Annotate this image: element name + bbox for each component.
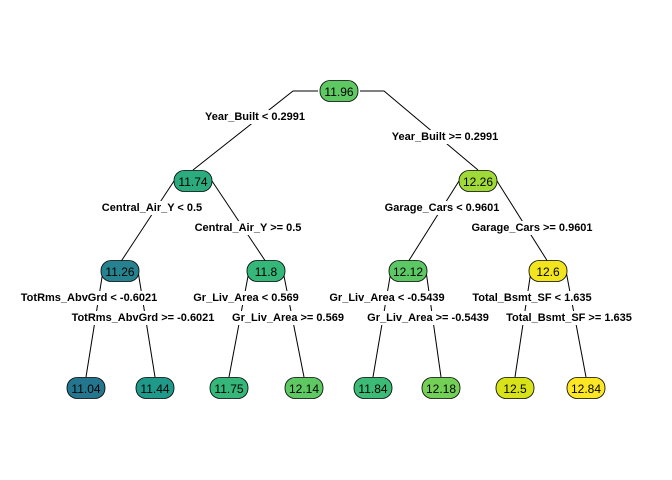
tree-node: 12.5	[495, 377, 535, 399]
split-label-background	[379, 130, 511, 144]
split-label-background	[222, 311, 354, 325]
node-value: 11.74	[178, 175, 207, 189]
node-value: 11.75	[214, 382, 243, 396]
node-box	[319, 80, 359, 102]
split-label: Year_Built >= 0.2991	[392, 131, 498, 143]
node-value: 12.6	[536, 265, 560, 279]
tree-node: 12.84	[566, 377, 606, 399]
split-label: Central_Air_Y < 0.5	[102, 202, 202, 214]
split-label: Gr_Liv_Area >= 0.569	[232, 312, 344, 324]
node-box	[209, 377, 249, 399]
tree-node: 12.14	[284, 377, 324, 399]
node-value: 11.44	[140, 382, 169, 396]
node-box	[173, 170, 213, 192]
split-label-background	[355, 311, 501, 325]
node-value: 12.14	[289, 382, 319, 396]
tree-node: 11.96	[319, 80, 359, 102]
node-box	[284, 377, 324, 399]
node-box	[495, 377, 535, 399]
node-value: 11.26	[105, 265, 134, 279]
edge-n3-n6	[407, 180, 460, 263]
node-value: 11.96	[324, 85, 353, 99]
split-label: Garage_Cars >= 0.9601	[471, 222, 592, 234]
node-box	[388, 260, 428, 282]
split-label-background	[192, 110, 318, 124]
split-label-background	[13, 291, 165, 305]
split-label-background	[317, 291, 457, 305]
tree-node: 12.12	[388, 260, 428, 282]
node-box	[246, 260, 286, 282]
tree-node: 11.8	[246, 260, 286, 282]
tree-node: 11.75	[209, 377, 249, 399]
node-value: 12.18	[426, 382, 456, 396]
tree-node: 12.6	[528, 260, 568, 282]
node-value: 12.26	[463, 175, 493, 189]
split-label: Central_Air_Y >= 0.5	[195, 222, 302, 234]
split-label: Year_Built < 0.2991	[205, 111, 305, 123]
split-label: TotRms_AbvGrd >= -0.6021	[72, 312, 215, 324]
split-label-background	[182, 221, 314, 235]
node-box	[458, 170, 498, 192]
split-label: Total_Bsmt_SF < 1.635	[472, 292, 591, 304]
node-box	[135, 377, 175, 399]
node-box	[66, 377, 106, 399]
split-label-background	[64, 311, 222, 325]
node-value: 12.84	[571, 382, 601, 396]
tree-node: 11.04	[66, 377, 106, 399]
edge-n1-n2	[192, 90, 318, 171]
split-label-background	[89, 201, 215, 215]
split-label-background	[462, 291, 602, 305]
split-label: Gr_Liv_Area >= -0.5439	[367, 312, 489, 324]
node-value: 12.5	[503, 382, 527, 396]
edge-n2-n4	[119, 180, 175, 264]
split-label-background	[462, 221, 602, 235]
split-label-background	[183, 291, 309, 305]
tree-node: 11.74	[173, 170, 213, 192]
split-label: Garage_Cars < 0.9601	[385, 202, 500, 214]
split-label-background	[376, 201, 508, 215]
node-value: 11.84	[358, 382, 387, 396]
node-box	[421, 377, 461, 399]
nodes-layer: 11.96 11.74 12.26 11.26 11.8 12.12 12.6 11.04 11…	[66, 80, 606, 399]
tree-node: 11.44	[135, 377, 175, 399]
node-value: 11.04	[71, 382, 100, 396]
split-label: TotRms_AbvGrd < -0.6021	[21, 292, 157, 304]
tree-node: 12.18	[421, 377, 461, 399]
node-box	[566, 377, 606, 399]
tree-node: 11.84	[353, 377, 393, 399]
split-label: Gr_Liv_Area < 0.569	[193, 292, 299, 304]
tree-node: 11.26	[100, 260, 140, 282]
split-label: Gr_Liv_Area < -0.5439	[329, 292, 444, 304]
node-value: 11.8	[255, 265, 278, 279]
node-box	[528, 260, 568, 282]
node-box	[100, 260, 140, 282]
split-label-background	[496, 311, 642, 325]
node-value: 12.12	[393, 265, 423, 279]
split-label: Total_Bsmt_SF >= 1.635	[506, 312, 632, 324]
tree-node: 12.26	[458, 170, 498, 192]
node-box	[353, 377, 393, 399]
